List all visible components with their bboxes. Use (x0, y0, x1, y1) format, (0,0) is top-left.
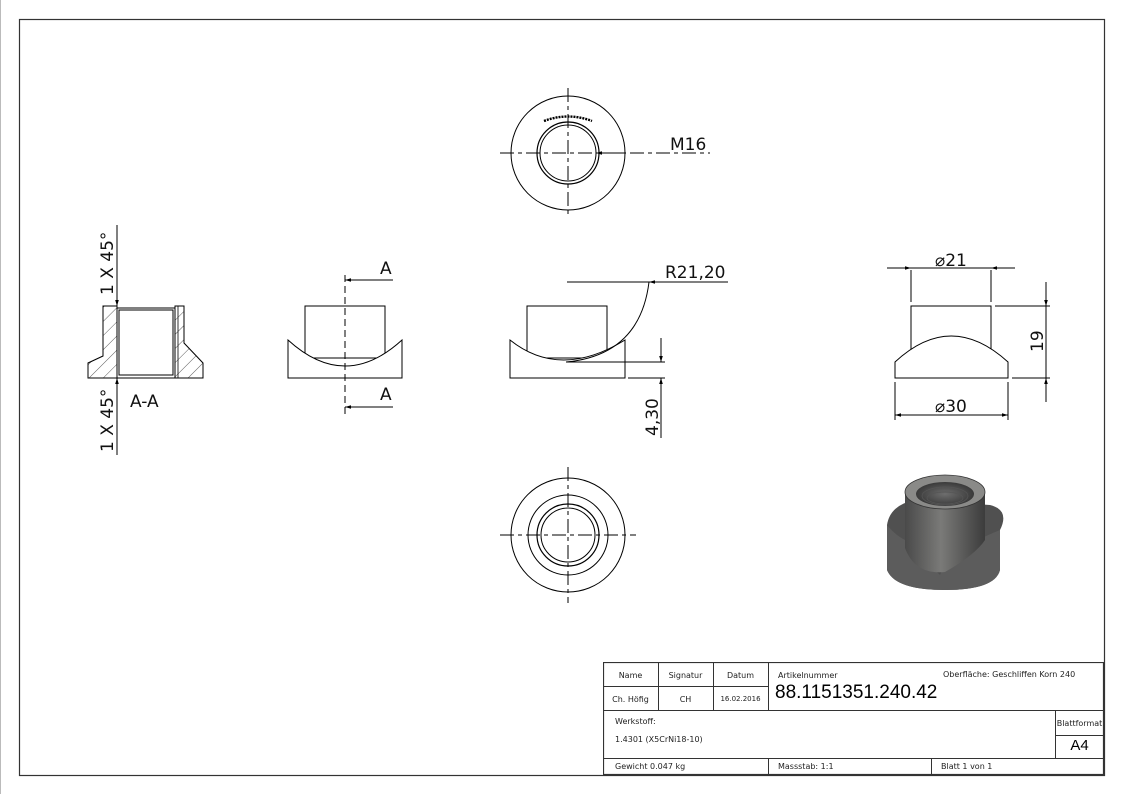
chamfer-top-label: 1 X 45° (98, 232, 118, 295)
author-name: Ch. Höfig (612, 695, 649, 704)
section-marker-top: A (380, 259, 392, 279)
section-label: A-A (130, 392, 159, 412)
thread-dimension: M16 (670, 135, 706, 155)
diameter-30-dimension: ⌀30 (935, 397, 967, 417)
chamfer-bottom-label: 1 X 45° (98, 389, 118, 452)
height-dimension-19: 19 (1028, 330, 1048, 352)
title-block: Name Signatur Datum Artikelnummer Oberfl… (603, 662, 1104, 775)
radius-dimension: R21,20 (665, 263, 725, 283)
weight: Gewicht 0.047 kg (615, 762, 686, 771)
bottom-view (500, 467, 636, 603)
diameter-21-dimension: ⌀21 (935, 251, 967, 271)
sheet-format-value: A4 (1070, 737, 1089, 754)
header-signatur: Signatur (668, 671, 703, 680)
section-view-aa (87, 225, 204, 455)
front-view (287, 275, 403, 415)
top-view (500, 88, 710, 218)
scale: Massstab: 1:1 (778, 762, 834, 771)
height-dimension-4-30: 4,30 (643, 398, 663, 436)
sheet-format-label: Blattformat (1056, 719, 1103, 728)
header-artikelnummer: Artikelnummer (778, 671, 838, 680)
material-label: Werkstoff: (615, 717, 656, 726)
header-name: Name (618, 671, 643, 680)
drawing-date: 16.02.2016 (720, 695, 761, 703)
sheet-number: Blatt 1 von 1 (941, 762, 993, 771)
article-number: 88.1151351.240.42 (775, 682, 938, 703)
author-signature: CH (679, 695, 692, 704)
surface-finish: Oberfläche: Geschliffen Korn 240 (943, 670, 1076, 679)
engraving-mark (543, 115, 593, 123)
material-value: 1.4301 (X5CrNi18-10) (615, 735, 703, 744)
sheet-border (18, 18, 1106, 777)
isometric-view (887, 474, 1004, 590)
right-view (887, 266, 1050, 420)
section-marker-bottom: A (380, 385, 392, 405)
header-datum: Datum (726, 671, 755, 680)
side-view (509, 280, 728, 438)
